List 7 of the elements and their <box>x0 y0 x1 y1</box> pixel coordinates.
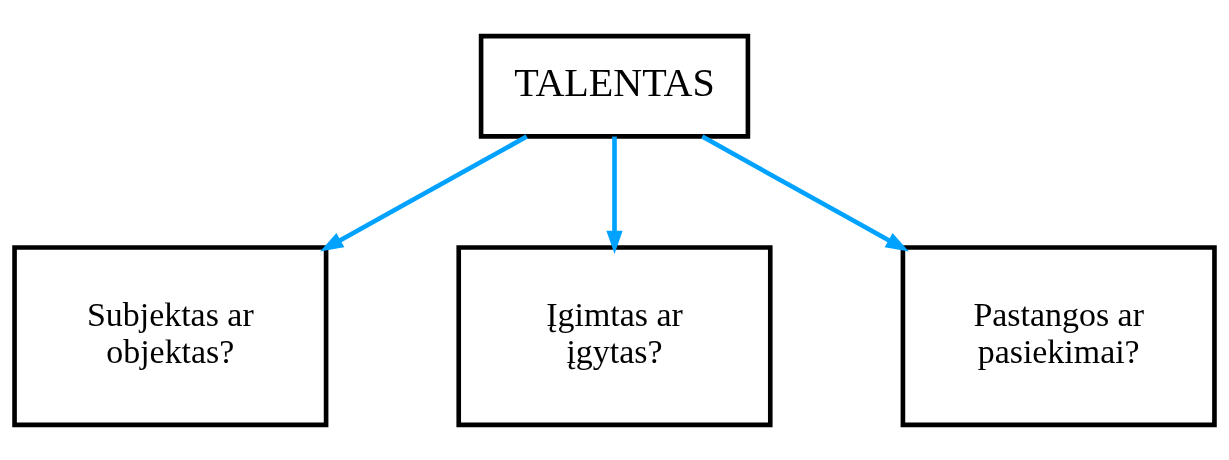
arrow <box>701 134 909 251</box>
arrow <box>320 134 528 251</box>
node-box: TALENTAS <box>478 33 751 139</box>
node-box: Įgimtas ar įgytas? <box>456 244 773 427</box>
arrow <box>606 136 623 254</box>
node-box: Subjektas ar objektas? <box>12 244 329 427</box>
node-box: Pastangos ar pasiekimai? <box>900 244 1217 427</box>
